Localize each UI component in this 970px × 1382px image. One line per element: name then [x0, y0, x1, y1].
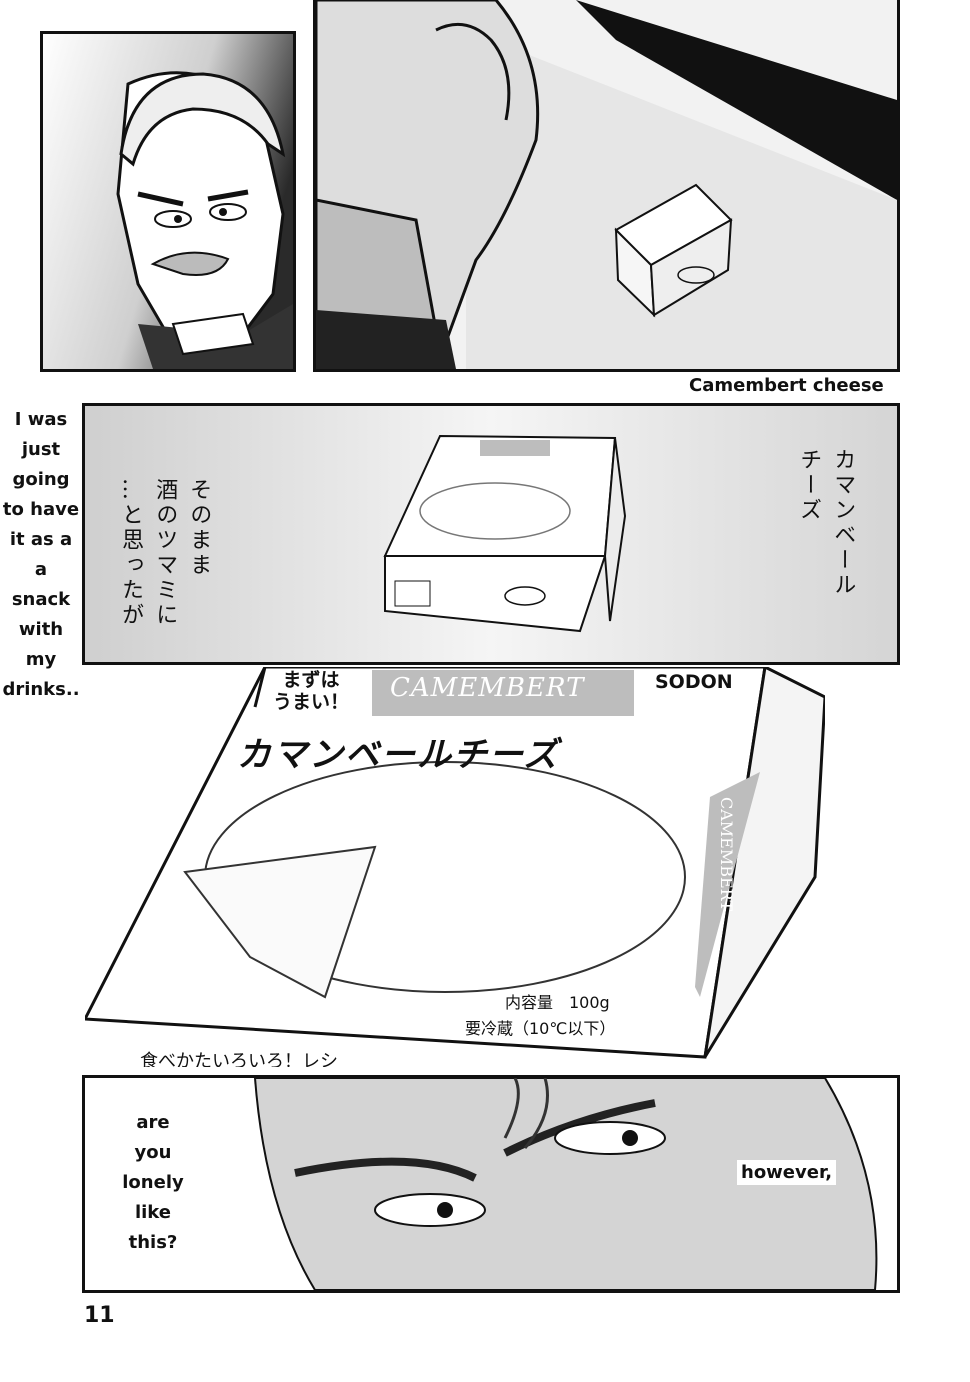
ja-line: …と思ったが — [118, 478, 144, 628]
small-cheese-box — [614, 183, 733, 318]
caption-however: however, — [737, 1160, 837, 1185]
caption-line: with — [18, 619, 64, 640]
panel-table-scene — [313, 0, 900, 372]
box-tag: まずは うまい！ — [273, 669, 349, 713]
box-refrigerate: 要冷蔵（10℃以下） — [465, 1019, 616, 1038]
panel-portrait — [40, 31, 296, 372]
box-tag-line: まずは — [282, 669, 340, 691]
caption-line: I was — [14, 409, 68, 430]
ja-sonomama: そのまま 酒のツマミに …と思ったが — [113, 478, 215, 658]
portrait-illustration — [43, 34, 293, 369]
caption-line: to have — [2, 499, 80, 520]
panel-eyes-closeup: are you lonely like this? however, — [82, 1075, 900, 1293]
ja-line: そのまま — [186, 478, 212, 578]
box-maker: SODON — [655, 671, 733, 693]
caption-line: going — [12, 469, 70, 490]
panel-box-closeup: そのまま 酒のツマミに …と思ったが カマンベール チーズ — [82, 403, 900, 665]
caption-lonely: are you lonely like this? — [105, 1108, 201, 1258]
caption-line: are — [136, 1112, 170, 1133]
box-contents: 内容量 100g — [505, 993, 610, 1012]
caption-line: just — [21, 439, 61, 460]
caption-line: snack — [11, 589, 71, 610]
caption-line: a — [34, 559, 48, 580]
ja-camembert: カマンベール チーズ — [791, 448, 859, 628]
box-side-strip: CAMEMBERT — [717, 797, 736, 912]
box-bottom-text: 食べかたいろいろ！レシピはこちら — [140, 1051, 338, 1067]
big-cheese-box: まずは うまい！ CAMEMBERT SODON カマンベールチーズ 内容量 1… — [85, 667, 825, 1067]
box-brand-strip: CAMEMBERT — [390, 673, 585, 703]
caption-line: you — [134, 1142, 172, 1163]
box-closeup-illustration — [85, 406, 897, 662]
caption-line: drinks.. — [2, 679, 80, 700]
box-tag-line: うまい！ — [273, 691, 350, 713]
ja-line: 酒のツマミに — [152, 478, 178, 628]
ja-line: チーズ — [796, 448, 822, 523]
ja-line: カマンベール — [830, 448, 856, 598]
caption-line: this? — [128, 1232, 178, 1253]
big-box-illustration — [85, 667, 825, 1059]
caption-line: like — [134, 1202, 172, 1223]
caption-line: it as a — [9, 529, 73, 550]
caption-camembert-cheese: Camembert cheese — [689, 375, 884, 396]
box-product-name: カマンベールチーズ — [237, 735, 560, 775]
caption-snack-narration: I was just going to have it as a a snack… — [0, 405, 82, 705]
caption-line: my — [25, 649, 57, 670]
table-scene-illustration — [316, 0, 897, 369]
page-number: 11 — [84, 1303, 115, 1328]
caption-line: lonely — [122, 1172, 184, 1193]
